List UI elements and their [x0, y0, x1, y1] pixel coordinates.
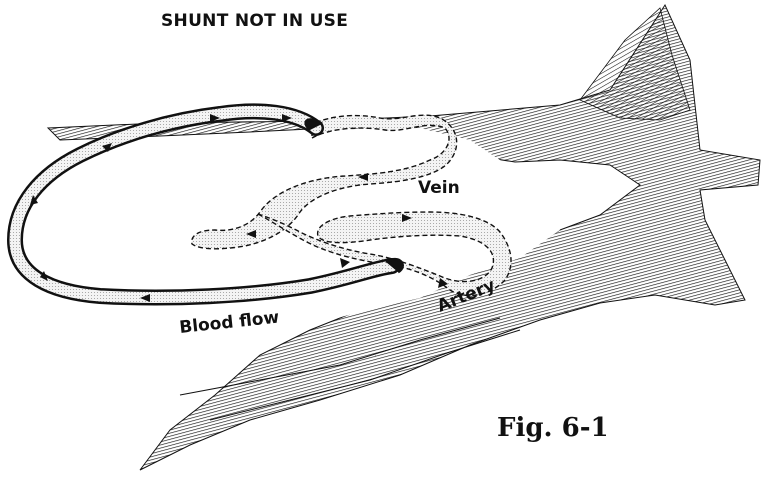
blood-flow-label: Blood flow [178, 308, 280, 338]
figure-title: SHUNT NOT IN USE [161, 11, 348, 31]
tissue-body [48, 5, 760, 470]
vein-label: Vein [418, 178, 460, 198]
figure-caption: Fig. 6-1 [497, 413, 609, 443]
